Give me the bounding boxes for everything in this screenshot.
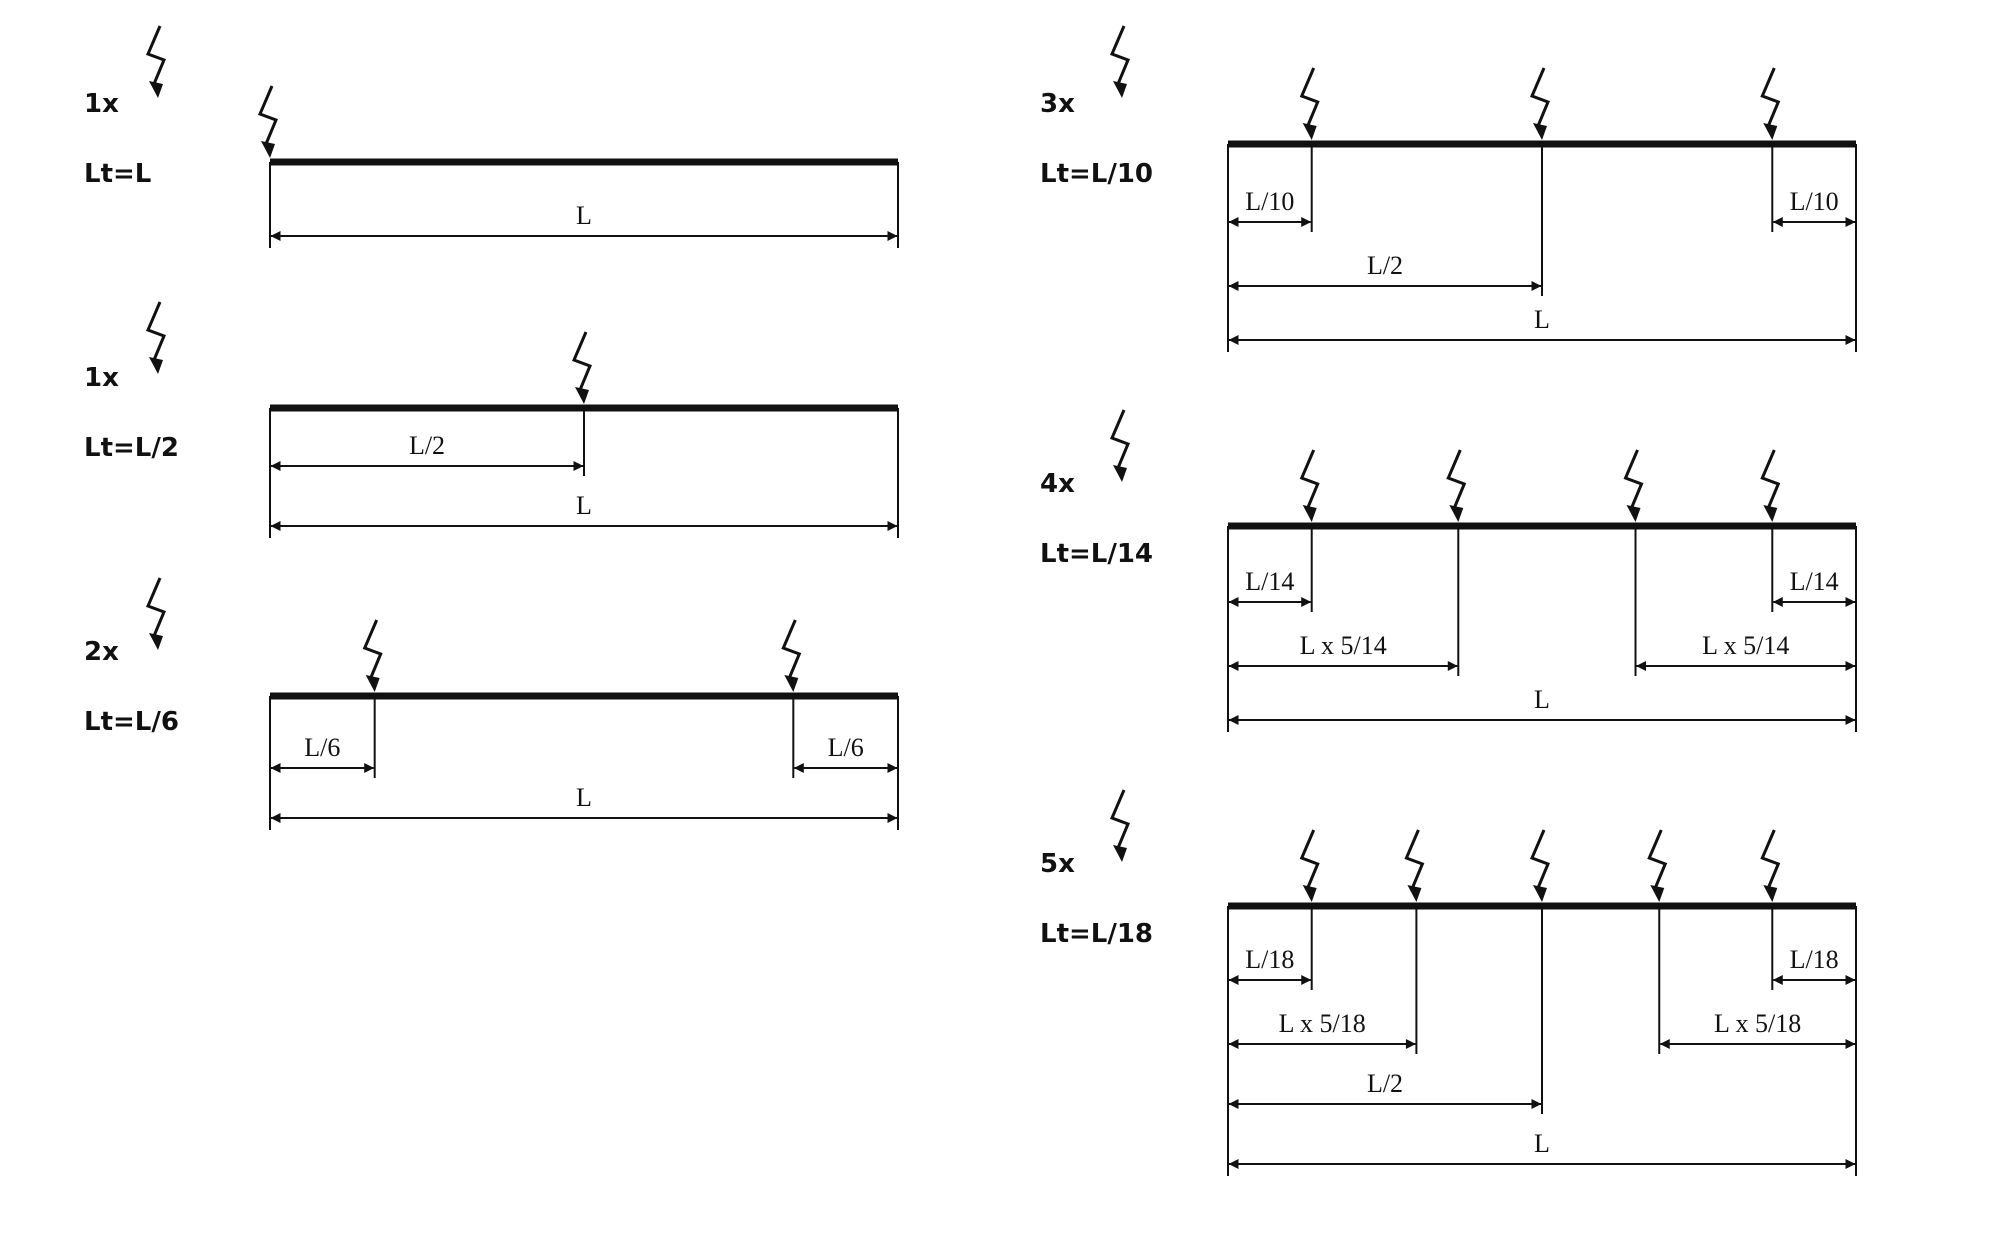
load-lightning-icon — [1530, 829, 1550, 902]
load-lightning-icon — [1299, 67, 1320, 140]
legend-lightning-icon — [146, 577, 166, 650]
case-count-label: 5x — [1040, 849, 1075, 879]
load-lightning-icon — [1760, 67, 1781, 140]
dimension-label: L — [576, 491, 592, 520]
dimension-label: L/18 — [1245, 945, 1294, 974]
dimension-label: L/6 — [304, 733, 340, 762]
case-count-label: 4x — [1040, 469, 1075, 499]
case-count-label: 3x — [1040, 89, 1075, 119]
case-lt-label: Lt=L — [84, 159, 151, 189]
dimension-label: L — [1534, 305, 1550, 334]
dimension-label: L — [576, 783, 592, 812]
dimension-label: L/2 — [409, 431, 445, 460]
load-lightning-icon — [1404, 829, 1425, 902]
case-count-label: 1x — [84, 89, 119, 119]
load-lightning-icon — [572, 331, 592, 404]
case-lt-label: Lt=L/2 — [84, 433, 179, 463]
dimension-label: L — [1534, 1129, 1550, 1158]
load-lightning-icon — [781, 619, 802, 692]
case-count-label: 1x — [84, 363, 119, 393]
dimension-label: L x 5/14 — [1300, 631, 1387, 660]
dimension-label: L x 5/14 — [1702, 631, 1789, 660]
load-lightning-icon — [1299, 449, 1320, 522]
dimension-label: L/10 — [1790, 187, 1839, 216]
load-lightning-icon — [1760, 449, 1781, 522]
dimension-label: L x 5/18 — [1714, 1009, 1801, 1038]
dimension-label: L/2 — [1367, 1069, 1403, 1098]
load-lightning-icon — [1530, 67, 1550, 140]
load-lightning-icon — [1299, 829, 1320, 902]
legend-lightning-icon — [146, 25, 166, 98]
dimension-label: L/14 — [1245, 567, 1294, 596]
case-count-label: 2x — [84, 637, 119, 667]
dimension-label: L — [576, 201, 592, 230]
dimension-label: L/6 — [828, 733, 864, 762]
load-lightning-icon — [1446, 449, 1467, 522]
case-lt-label: Lt=L/18 — [1040, 919, 1153, 949]
case-lt-label: Lt=L/6 — [84, 707, 179, 737]
dimension-label: L/18 — [1790, 945, 1839, 974]
legend-lightning-icon — [1110, 789, 1130, 862]
case-lt-label: Lt=L/14 — [1040, 539, 1153, 569]
legend-lightning-icon — [1110, 409, 1130, 482]
legend-lightning-icon — [146, 301, 166, 374]
dimension-label: L — [1534, 685, 1550, 714]
dimension-label: L/10 — [1245, 187, 1294, 216]
dimension-label: L/14 — [1790, 567, 1839, 596]
load-lightning-icon — [258, 85, 278, 158]
case-lt-label: Lt=L/10 — [1040, 159, 1153, 189]
load-lightning-icon — [362, 619, 383, 692]
load-lightning-icon — [1623, 449, 1644, 522]
load-lightning-icon — [1647, 829, 1668, 902]
legend-lightning-icon — [1110, 25, 1130, 98]
load-lightning-icon — [1760, 829, 1781, 902]
dimension-label: L/2 — [1367, 251, 1403, 280]
dimension-label: L x 5/18 — [1279, 1009, 1366, 1038]
